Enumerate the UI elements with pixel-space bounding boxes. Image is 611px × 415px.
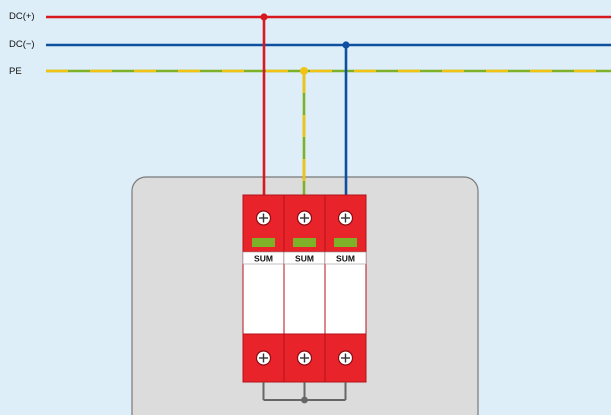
module-dc-plus: SUM bbox=[242, 194, 285, 383]
top-terminal-screw-icon bbox=[296, 210, 313, 226]
dc-plus-label: DC(+) bbox=[9, 11, 35, 22]
bottom-bridge-wire bbox=[262, 382, 347, 404]
bridge-junction bbox=[301, 396, 308, 404]
bottom-terminal-screw-icon bbox=[296, 350, 313, 366]
surge-protector: SUM SUM bbox=[242, 194, 367, 383]
brand-label: SUM bbox=[254, 254, 273, 264]
status-indicator bbox=[252, 238, 275, 247]
bottom-terminal-screw-icon bbox=[337, 350, 354, 366]
dc-plus-junction bbox=[260, 13, 268, 21]
status-indicator bbox=[293, 238, 316, 247]
pe-junction bbox=[300, 67, 308, 75]
top-terminal-screw-icon bbox=[255, 210, 272, 226]
dc-minus-label: DC(−) bbox=[9, 39, 35, 50]
brand-label: SUM bbox=[295, 254, 314, 264]
module-dc-minus: SUM bbox=[324, 194, 367, 383]
top-terminal-screw-icon bbox=[337, 210, 354, 226]
brand-label: SUM bbox=[336, 254, 355, 264]
module-pe: SUM bbox=[283, 194, 326, 383]
dc-minus-junction bbox=[342, 41, 350, 49]
status-indicator bbox=[334, 238, 357, 247]
bottom-terminal-screw-icon bbox=[255, 350, 272, 366]
pe-label: PE bbox=[9, 66, 22, 77]
